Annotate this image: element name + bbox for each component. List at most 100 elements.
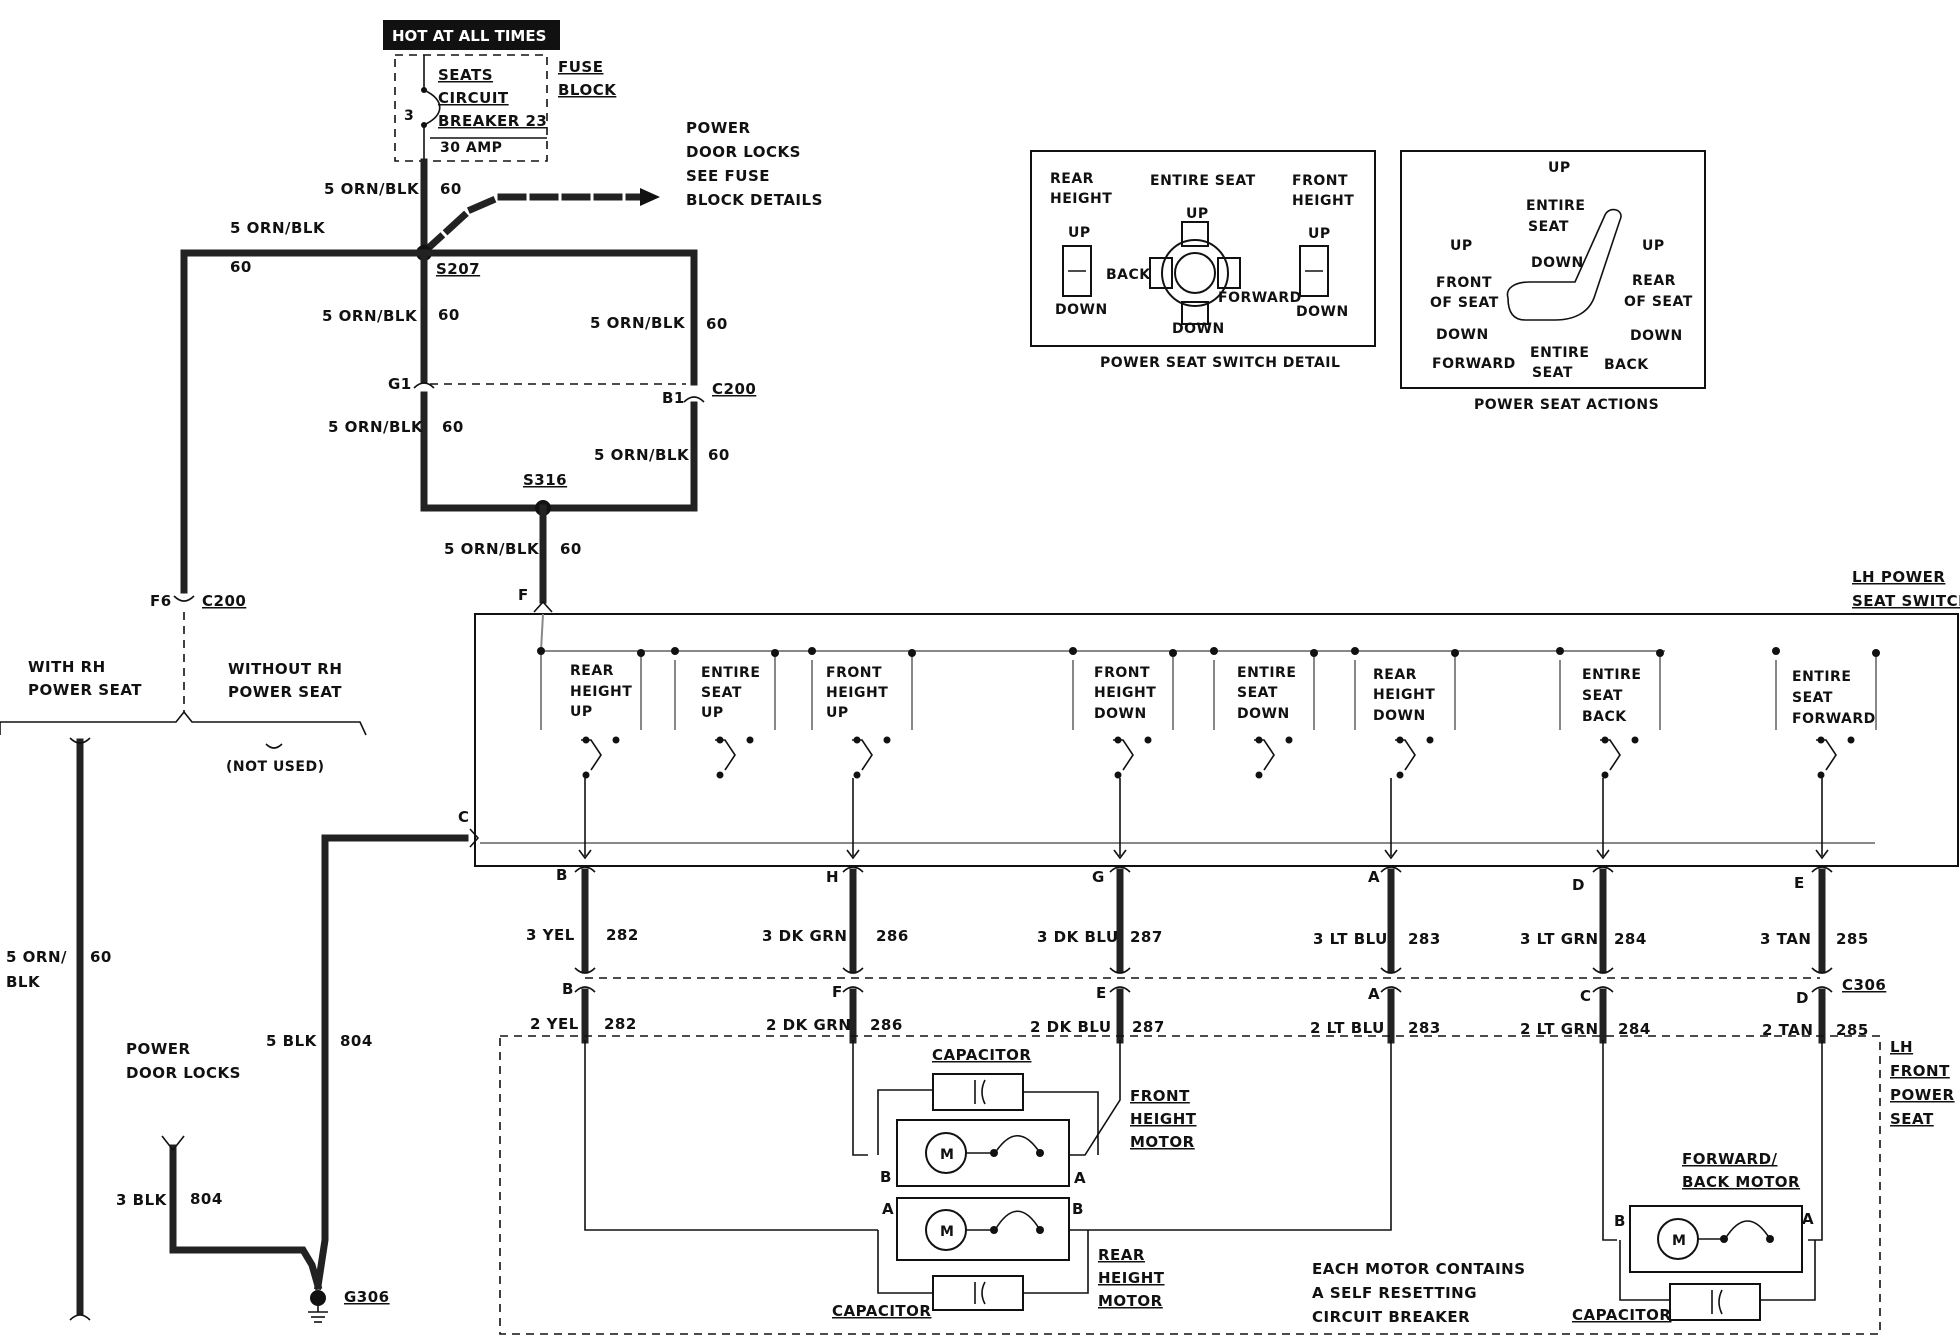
svg-text:BACK: BACK <box>1582 709 1627 725</box>
svg-text:287: 287 <box>1132 1018 1165 1036</box>
svg-text:C200: C200 <box>202 592 246 610</box>
svg-text:60: 60 <box>706 315 728 333</box>
svg-text:B: B <box>562 980 574 998</box>
svg-text:ENTIRE: ENTIRE <box>1237 665 1296 681</box>
svg-text:SEAT: SEAT <box>1890 1110 1934 1128</box>
svg-text:WITH RH: WITH RH <box>28 658 106 676</box>
svg-text:REAR: REAR <box>1050 171 1094 187</box>
svg-text:H: H <box>826 868 839 886</box>
svg-text:284: 284 <box>1618 1020 1651 1038</box>
svg-text:2 YEL: 2 YEL <box>530 1015 579 1033</box>
svg-text:G: G <box>1092 868 1105 886</box>
fuse-block-box <box>394 54 548 162</box>
svg-text:CIRCUIT BREAKER: CIRCUIT BREAKER <box>1312 1308 1470 1326</box>
svg-text:3: 3 <box>404 108 414 124</box>
ground-icon <box>308 1290 328 1323</box>
svg-text:REAR: REAR <box>1373 667 1417 683</box>
svg-text:ENTIRE: ENTIRE <box>1530 345 1589 361</box>
svg-text:DOWN: DOWN <box>1094 706 1147 722</box>
breaker-name-2: CIRCUIT <box>438 89 509 107</box>
svg-text:285: 285 <box>1836 930 1869 948</box>
svg-text:WITHOUT RH: WITHOUT RH <box>228 660 342 678</box>
svg-text:FRONT: FRONT <box>826 665 882 681</box>
svg-text:5 ORN/: 5 ORN/ <box>6 948 67 966</box>
svg-text:SEAT: SEAT <box>1237 685 1278 701</box>
svg-text:G306: G306 <box>344 1288 390 1306</box>
svg-text:F6: F6 <box>150 592 172 610</box>
breaker-name-3: BREAKER 23 <box>438 112 547 130</box>
svg-text:HEIGHT: HEIGHT <box>1050 191 1112 207</box>
fuse-block-label-2: BLOCK <box>558 81 617 99</box>
svg-text:HEIGHT: HEIGHT <box>1292 193 1354 209</box>
svg-text:POWER: POWER <box>1890 1086 1955 1104</box>
svg-text:LH: LH <box>1890 1038 1913 1056</box>
svg-text:DOWN: DOWN <box>1172 321 1225 337</box>
output-wire-2 <box>1109 778 1131 1044</box>
svg-text:UP: UP <box>570 704 593 720</box>
svg-text:BACK: BACK <box>1106 267 1151 283</box>
svg-text:3 DK GRN: 3 DK GRN <box>762 927 847 945</box>
svg-text:M: M <box>940 1147 954 1163</box>
svg-text:A: A <box>1368 985 1380 1003</box>
switch-contact-7 <box>1772 647 1880 779</box>
svg-text:60: 60 <box>438 306 460 324</box>
svg-text:POWER SEAT: POWER SEAT <box>228 683 342 701</box>
svg-text:C: C <box>1580 987 1592 1005</box>
svg-text:CAPACITOR: CAPACITOR <box>932 1046 1031 1064</box>
svg-text:REAR: REAR <box>570 663 614 679</box>
svg-text:2 DK GRN: 2 DK GRN <box>766 1016 851 1034</box>
svg-text:BACK MOTOR: BACK MOTOR <box>1682 1173 1800 1191</box>
svg-text:SEAT: SEAT <box>1528 219 1569 235</box>
svg-text:283: 283 <box>1408 930 1441 948</box>
rear-height-motor: M <box>584 1040 1392 1311</box>
svg-text:CAPACITOR: CAPACITOR <box>832 1302 931 1320</box>
svg-text:A: A <box>1074 1169 1086 1187</box>
svg-text:60: 60 <box>708 446 730 464</box>
svg-text:SEAT SWITCH: SEAT SWITCH <box>1852 592 1960 610</box>
svg-text:LH POWER: LH POWER <box>1852 568 1945 586</box>
switch-contact-4 <box>1210 647 1318 779</box>
seat-icon <box>1506 208 1622 321</box>
svg-text:FRONT: FRONT <box>1890 1062 1950 1080</box>
svg-text:A SELF RESETTING: A SELF RESETTING <box>1312 1284 1477 1302</box>
svg-text:3 BLK: 3 BLK <box>116 1191 168 1209</box>
forward-back-motor: M <box>1602 1040 1823 1321</box>
svg-text:E: E <box>1794 874 1805 892</box>
svg-text:5 BLK: 5 BLK <box>266 1032 318 1050</box>
svg-text:FORWARD/: FORWARD/ <box>1682 1150 1778 1168</box>
svg-text:DOWN: DOWN <box>1055 302 1108 318</box>
svg-text:2 TAN: 2 TAN <box>1762 1021 1813 1039</box>
svg-text:FRONT: FRONT <box>1130 1087 1190 1105</box>
svg-text:C: C <box>458 808 470 826</box>
svg-text:5 ORN/BLK: 5 ORN/BLK <box>590 314 686 332</box>
svg-text:283: 283 <box>1408 1019 1441 1037</box>
svg-text:5 ORN/BLK: 5 ORN/BLK <box>230 219 326 237</box>
svg-text:UP: UP <box>1548 160 1571 176</box>
svg-text:DOOR LOCKS: DOOR LOCKS <box>126 1064 241 1082</box>
fuse-block-label-1: FUSE <box>558 58 603 76</box>
switch-detail-caption: POWER SEAT SWITCH DETAIL <box>1100 355 1340 371</box>
svg-text:3 YEL: 3 YEL <box>526 926 575 944</box>
svg-text:HEIGHT: HEIGHT <box>570 684 632 700</box>
svg-text:286: 286 <box>870 1016 903 1034</box>
svg-text:60: 60 <box>560 540 582 558</box>
svg-text:2 LT GRN: 2 LT GRN <box>1520 1020 1599 1038</box>
pdl-top-3: SEE FUSE <box>686 167 770 185</box>
svg-text:287: 287 <box>1130 928 1163 946</box>
svg-text:DOWN: DOWN <box>1630 328 1683 344</box>
svg-text:B: B <box>556 866 568 884</box>
svg-text:DOWN: DOWN <box>1436 327 1489 343</box>
svg-text:60: 60 <box>440 180 462 198</box>
svg-text:POWER: POWER <box>126 1040 191 1058</box>
svg-text:UP: UP <box>701 705 724 721</box>
svg-text:A: A <box>1802 1210 1814 1228</box>
svg-text:60: 60 <box>90 948 112 966</box>
svg-text:MOTOR: MOTOR <box>1098 1292 1163 1310</box>
switch-contact-6 <box>1556 647 1664 779</box>
svg-text:2 DK BLU: 2 DK BLU <box>1030 1018 1112 1036</box>
svg-text:ENTIRE: ENTIRE <box>701 665 760 681</box>
svg-text:MOTOR: MOTOR <box>1130 1133 1195 1151</box>
svg-text:UP: UP <box>1450 238 1473 254</box>
svg-text:UP: UP <box>1068 225 1091 241</box>
svg-text:DOWN: DOWN <box>1237 706 1290 722</box>
